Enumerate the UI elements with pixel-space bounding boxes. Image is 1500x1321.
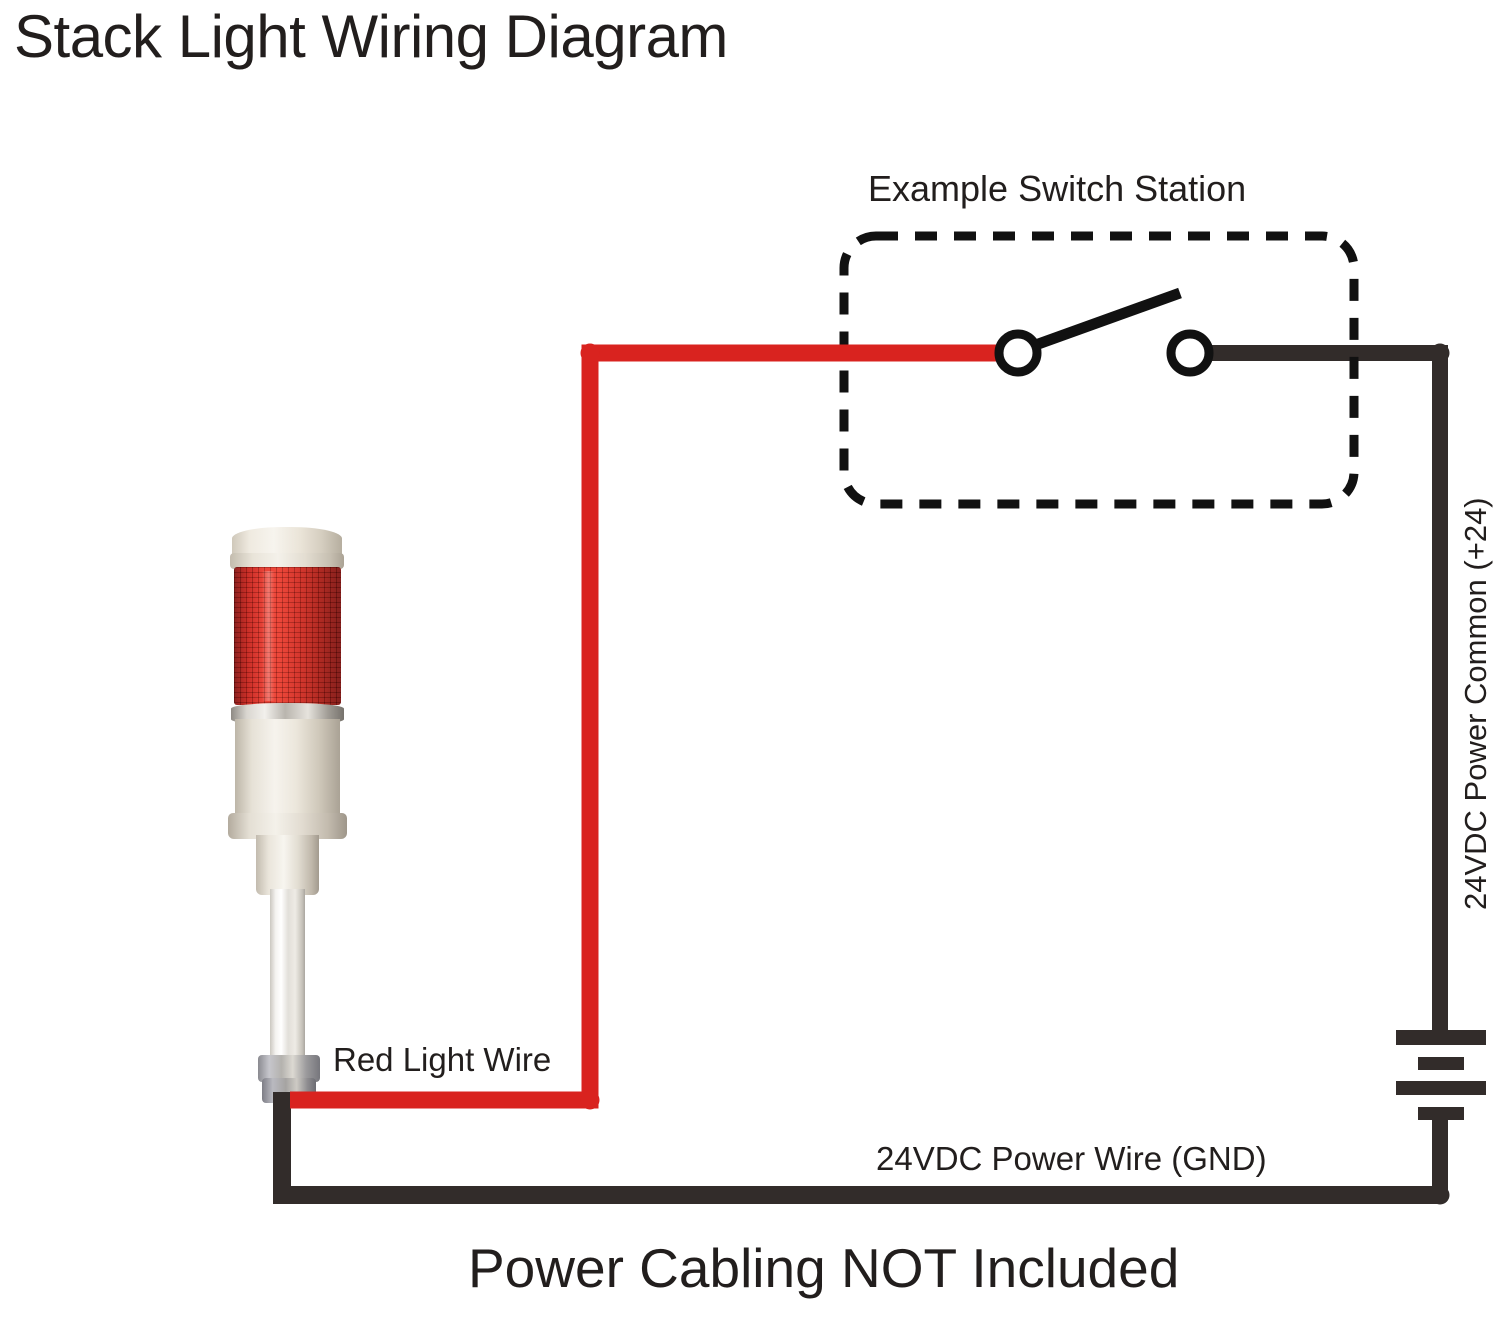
battery-plate-long-2 — [1396, 1081, 1486, 1095]
battery-plate-short-2 — [1418, 1107, 1464, 1120]
red-light-wire-label: Red Light Wire — [333, 1041, 552, 1078]
switch-open-icon[interactable] — [994, 287, 1214, 377]
switch-station-enclosure — [839, 231, 1359, 509]
battery-icon — [1396, 1030, 1486, 1120]
red-light-wire — [290, 344, 1000, 1109]
stack-light-lens-highlight — [262, 571, 275, 701]
footer-note: Power Cabling NOT Included — [468, 1237, 1180, 1299]
stack-light-cap-lip — [230, 553, 344, 569]
junction-dot-icon-red-bottom — [580, 1090, 600, 1110]
stack-light-mounting-pole — [270, 889, 305, 1059]
switch-station-label: Example Switch Station — [868, 168, 1247, 209]
switch-lever[interactable] — [1028, 287, 1182, 353]
page-title: Stack Light Wiring Diagram — [14, 3, 728, 70]
junction-dot-icon-red-top — [580, 343, 600, 363]
battery-plate-long-1 — [1396, 1030, 1486, 1045]
switch-terminal-left[interactable] — [994, 329, 1042, 377]
power-ground-wire-label: 24VDC Power Wire (GND) — [876, 1140, 1267, 1177]
power-common-wire — [1208, 345, 1448, 1030]
stack-light-device — [218, 527, 358, 1107]
junction-dot-icon-common-top — [1430, 343, 1450, 363]
power-common-wire-label: 24VDC Power Common (+24) — [1458, 497, 1493, 910]
stack-light-collar — [256, 835, 319, 895]
battery-plate-short-1 — [1418, 1057, 1464, 1070]
stack-light-red-lens — [234, 567, 341, 705]
power-ground-wire — [273, 1092, 1440, 1204]
stack-light-body — [235, 719, 340, 819]
stack-light-mounting-nut-top — [258, 1055, 320, 1082]
stack-light-base-flange — [228, 813, 347, 839]
switch-terminal-right[interactable] — [1166, 329, 1214, 377]
junction-dot-icon-common-bottom — [1430, 1185, 1450, 1205]
